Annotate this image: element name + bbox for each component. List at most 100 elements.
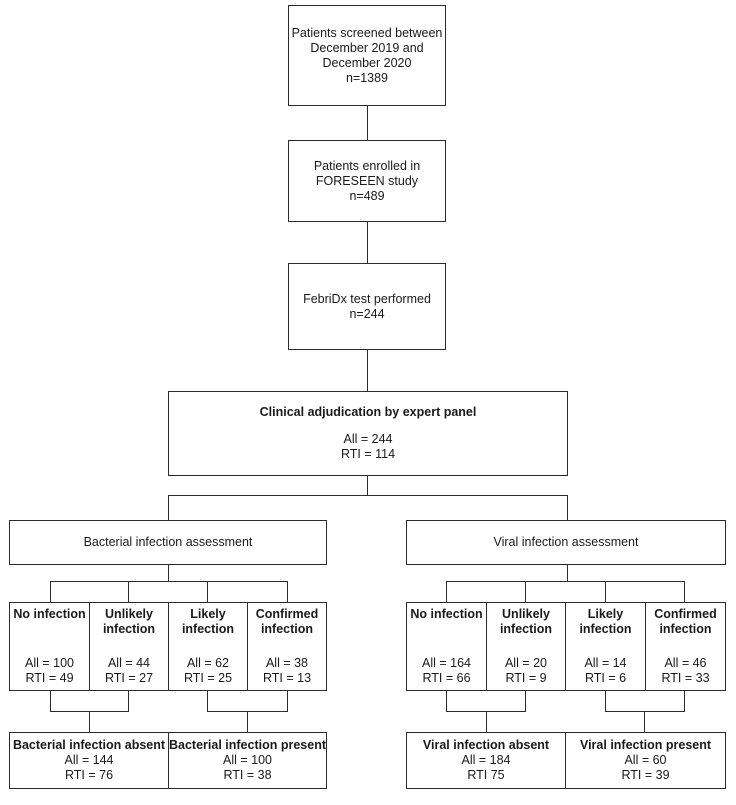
bacterial-category-likely: Likely infection All = 62 RTI = 25 xyxy=(168,602,248,691)
connector-bacterial-down xyxy=(168,564,170,581)
connector-branch-bacterial xyxy=(168,495,170,520)
connector-bacterial-cat2-down xyxy=(128,690,130,712)
connector-viral-cat4 xyxy=(684,581,686,602)
connector-febridx-adjudication xyxy=(367,349,369,391)
outcome-rti: RTI = 39 xyxy=(621,768,670,782)
connector-viral-cat3-down xyxy=(605,690,607,712)
category-all: All = 46 xyxy=(664,656,707,670)
viral-category-confirmed: Confirmed infection All = 46 RTI = 33 xyxy=(645,602,726,691)
bacterial-absent-box: Bacterial infection absent All = 144 RTI… xyxy=(9,732,169,789)
adjudication-rti: RTI = 114 xyxy=(340,447,396,461)
enrolled-box: Patients enrolled in FORESEEN study n=48… xyxy=(288,140,446,222)
febridx-text: FebriDx test performed n=244 xyxy=(303,291,431,321)
category-stats: All = 100 RTI = 49 xyxy=(25,656,74,690)
enrolled-text: Patients enrolled in FORESEEN study n=48… xyxy=(313,158,421,203)
adjudication-all: All = 244 xyxy=(343,432,393,446)
connector-bacterial-present xyxy=(247,711,249,732)
viral-present-box: Viral infection present All = 60 RTI = 3… xyxy=(565,732,726,789)
category-name: No infection xyxy=(13,607,86,621)
connector-screened-enrolled xyxy=(367,105,369,140)
category-rti: RTI = 33 xyxy=(661,671,710,685)
bacterial-category-unlikely: Unlikely infection All = 44 RTI = 27 xyxy=(89,602,169,691)
category-stats: All = 20 RTI = 9 xyxy=(505,656,547,690)
bacterial-category-confirmed: Confirmed infection All = 38 RTI = 13 xyxy=(247,602,327,691)
viral-assessment-title: Viral infection assessment xyxy=(493,535,639,549)
adjudication-title: Clinical adjudication by expert panel xyxy=(259,405,477,419)
category-name: Unlikely infection xyxy=(499,607,553,636)
outcome-name: Bacterial infection present xyxy=(169,738,326,752)
category-rti: RTI = 27 xyxy=(104,671,154,685)
connector-viral-absent xyxy=(486,711,488,732)
connector-viral-branch xyxy=(446,581,685,583)
viral-assessment-box: Viral infection assessment xyxy=(406,520,726,565)
category-rti: RTI = 13 xyxy=(262,671,312,685)
bacterial-assessment-title: Bacterial infection assessment xyxy=(83,535,253,549)
category-name: Confirmed infection xyxy=(654,607,717,636)
category-stats: All = 62 RTI = 25 xyxy=(184,656,232,690)
category-stats: All = 14 RTI = 6 xyxy=(584,656,626,690)
connector-bacterial-cat3 xyxy=(207,581,209,602)
connector-adjudication-down xyxy=(367,475,369,495)
connector-bacterial-cat1-down xyxy=(50,690,52,712)
connector-bacterial-cat1 xyxy=(50,581,52,602)
category-stats: All = 164 RTI = 66 xyxy=(422,656,471,690)
connector-viral-cat3 xyxy=(605,581,607,602)
screened-text: Patients screened between December 2019 … xyxy=(291,25,443,85)
connector-bacterial-cat4 xyxy=(287,581,289,602)
connector-viral-cat2 xyxy=(525,581,527,602)
connector-viral-present xyxy=(644,711,646,732)
category-all: All = 14 xyxy=(584,656,627,670)
connector-viral-cat1-down xyxy=(446,690,448,712)
connector-viral-down xyxy=(567,564,569,581)
category-all: All = 20 xyxy=(504,656,548,670)
category-name: Likely infection xyxy=(579,607,632,636)
category-all: All = 44 xyxy=(107,656,151,670)
connector-enrolled-febridx xyxy=(367,221,369,263)
connector-bacterial-cat2 xyxy=(128,581,130,602)
connector-bacterial-cat3-down xyxy=(207,690,209,712)
connector-viral-cat4-down xyxy=(684,690,686,712)
adjudication-box: Clinical adjudication by expert panel Al… xyxy=(168,391,568,476)
connector-branch-viral xyxy=(567,495,569,520)
category-name: Confirmed infection xyxy=(255,607,319,636)
connector-bacterial-cat4-down xyxy=(287,690,289,712)
outcome-rti: RTI = 76 xyxy=(64,768,114,782)
connector-bacterial-branch xyxy=(50,581,288,583)
outcome-rti: RTI 75 xyxy=(467,768,505,782)
outcome-all: All = 60 xyxy=(624,753,667,767)
outcome-all: All = 144 xyxy=(64,753,114,767)
outcome-name: Bacterial infection absent xyxy=(12,738,166,752)
category-rti: RTI = 49 xyxy=(25,671,74,685)
bacterial-category-no-infection: No infection All = 100 RTI = 49 xyxy=(9,602,90,691)
bacterial-present-box: Bacterial infection present All = 100 RT… xyxy=(168,732,327,789)
connector-viral-cat2-down xyxy=(525,690,527,712)
category-rti: RTI = 6 xyxy=(584,671,627,685)
screened-box: Patients screened between December 2019 … xyxy=(288,5,446,106)
category-rti: RTI = 9 xyxy=(505,671,547,685)
category-all: All = 100 xyxy=(25,656,74,670)
outcome-rti: RTI = 38 xyxy=(223,768,272,782)
febridx-box: FebriDx test performed n=244 xyxy=(288,263,446,350)
category-all: All = 38 xyxy=(265,656,309,670)
category-stats: All = 44 RTI = 27 xyxy=(105,656,153,690)
viral-category-no-infection: No infection All = 164 RTI = 66 xyxy=(406,602,487,691)
category-stats: All = 46 RTI = 33 xyxy=(661,656,709,690)
bacterial-assessment-box: Bacterial infection assessment xyxy=(9,520,327,565)
viral-category-unlikely: Unlikely infection All = 20 RTI = 9 xyxy=(486,602,566,691)
viral-category-likely: Likely infection All = 14 RTI = 6 xyxy=(565,602,646,691)
category-rti: RTI = 66 xyxy=(422,671,471,685)
category-name: Likely infection xyxy=(181,607,235,636)
category-rti: RTI = 25 xyxy=(183,671,233,685)
connector-viral-cat1 xyxy=(446,581,448,602)
category-all: All = 164 xyxy=(422,656,471,670)
connector-adjudication-branch xyxy=(168,495,568,497)
outcome-name: Viral infection present xyxy=(579,738,712,752)
connector-bacterial-absent xyxy=(89,711,91,732)
category-name: Unlikely infection xyxy=(102,607,156,636)
category-all: All = 62 xyxy=(186,656,230,670)
category-name: No infection xyxy=(410,607,483,621)
category-stats: All = 38 RTI = 13 xyxy=(263,656,311,690)
outcome-all: All = 184 xyxy=(461,753,511,767)
outcome-name: Viral infection absent xyxy=(422,738,550,752)
